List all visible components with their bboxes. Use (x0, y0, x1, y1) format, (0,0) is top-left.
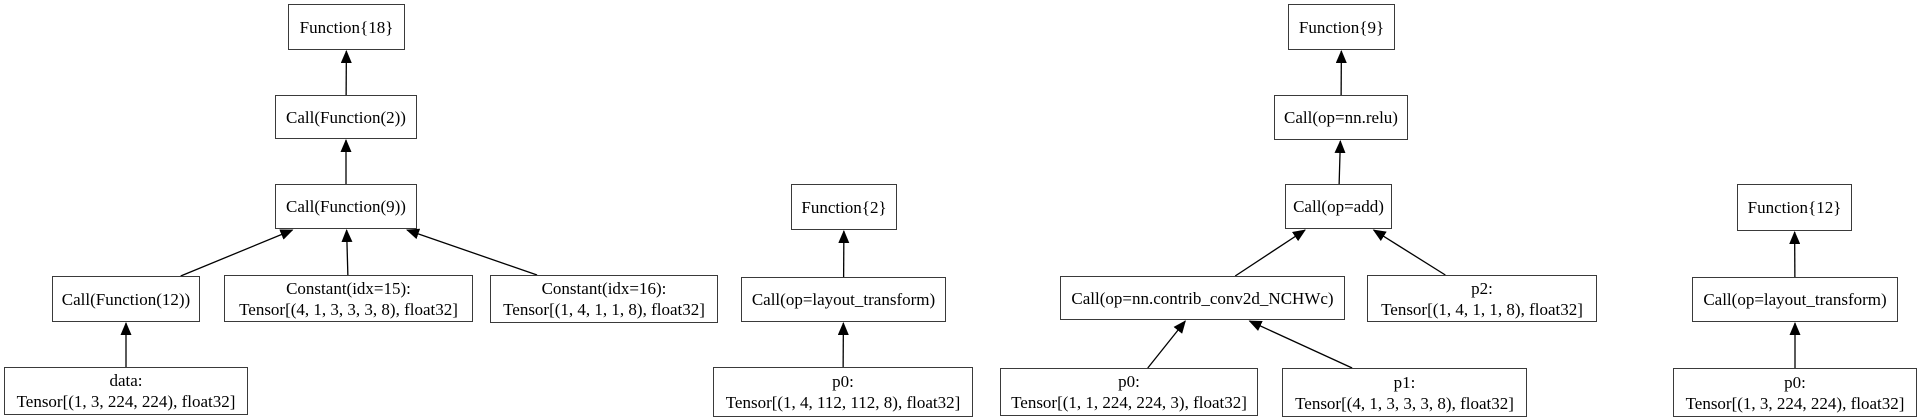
node-data-tensor: data: Tensor[(1, 3, 224, 224), float32] (4, 367, 248, 415)
node-call-contrib-conv2d-nchwc: Call(op=nn.contrib_conv2d_NCHWc) (1060, 276, 1345, 320)
node-p1-tensor: p1:Tensor[(4, 1, 3, 3, 3, 8), float32] (1282, 368, 1527, 417)
node-constant-idx-16: Constant(idx=16): Tensor[(1, 4, 1, 1, 8),… (490, 275, 718, 323)
edge-arrow (1147, 320, 1186, 369)
node-label-line: Call(Function(9)) (286, 197, 406, 216)
edge-arrow (1372, 229, 1446, 276)
node-function-9: Function{9} (1288, 4, 1395, 50)
node-call-function-9: Call(Function(9)) (275, 184, 417, 229)
node-call-layout-transform: Call(op=layout_transform) (741, 277, 946, 322)
edge-arrow (1234, 229, 1306, 277)
node-call-layout-transform: Call(op=layout_transform) (1692, 277, 1898, 322)
node-label-line: Constant(idx=16): (541, 279, 667, 298)
node-label-line: Tensor[(1, 4, 112, 112, 8), float32] (725, 393, 961, 412)
node-function-2: Function{2} (791, 184, 897, 230)
node-label-line: p2: (1471, 278, 1493, 298)
node-p0-tensor: p0:Tensor[(1, 3, 224, 224), float32] (1673, 368, 1917, 417)
edge-arrow (1248, 320, 1353, 369)
node-label-line: p0: (832, 372, 854, 391)
node-label-line: p0: (1118, 372, 1140, 391)
node-label-line: Call(op=layout_transform) (1703, 290, 1887, 309)
node-label-line: Tensor[(4, 1, 3, 3, 3, 8), float32] (239, 299, 458, 319)
node-label-line: Function{12} (1747, 198, 1842, 217)
node-label-line: Call(op=nn.contrib_conv2d_NCHWc) (1071, 288, 1334, 308)
node-function-12: Function{12} (1737, 184, 1852, 231)
node-call-add: Call(op=add) (1285, 184, 1392, 229)
node-label-line: Tensor[(1, 4, 1, 1, 8), float32] (1381, 299, 1583, 319)
node-function-18: Function{18} (288, 4, 405, 50)
edge-arrow (341, 229, 353, 276)
node-label-line: Function{9} (1298, 17, 1385, 37)
node-label-line: Call(op=nn.relu) (1284, 108, 1398, 127)
node-label-line: Call(Function(12)) (61, 289, 191, 309)
node-label-line: Tensor[(1, 3, 224, 224), float32] (16, 392, 236, 411)
node-call-function-12: Call(Function(12)) (52, 276, 200, 322)
edge-arrow (180, 229, 294, 277)
node-p0-tensor: p0: Tensor[(1, 4, 112, 112, 8), float32] (713, 367, 973, 417)
node-label-line: p0: (1784, 372, 1806, 392)
node-label-line: Call(op=add) (1293, 197, 1384, 216)
node-p2-tensor: p2:Tensor[(1, 4, 1, 1, 8), float32] (1367, 275, 1597, 322)
node-label-line: p1: (1393, 372, 1416, 392)
node-label-line: Call(op=layout_transform) (751, 290, 936, 309)
node-constant-idx-15: Constant(idx=15):Tensor[(4, 1, 3, 3, 3, … (224, 275, 473, 322)
node-label-line: Tensor[(1, 4, 1, 1, 8), float32] (503, 300, 705, 319)
node-label-line: Constant(idx=15): (286, 278, 411, 298)
node-label-line: Tensor[(4, 1, 3, 3, 3, 8), float32] (1295, 393, 1514, 413)
node-label-line: Function{2} (801, 197, 887, 217)
node-label-line: Function{18} (299, 17, 394, 37)
node-label-line: Call(Function(2)) (286, 107, 406, 127)
node-label-line: Tensor[(1, 3, 224, 224), float32] (1685, 393, 1905, 413)
node-call-function-2: Call(Function(2)) (275, 95, 417, 139)
node-p0-tensor: p0: Tensor[(1, 1, 224, 224, 3), float32] (1000, 368, 1258, 416)
node-label-line: Tensor[(1, 1, 224, 224, 3), float32] (1011, 393, 1247, 412)
edge-arrow (406, 228, 538, 276)
edge-arrow (1334, 140, 1346, 185)
node-call-nn-relu: Call(op=nn.relu) (1274, 95, 1408, 140)
node-label-line: data: (109, 371, 143, 390)
